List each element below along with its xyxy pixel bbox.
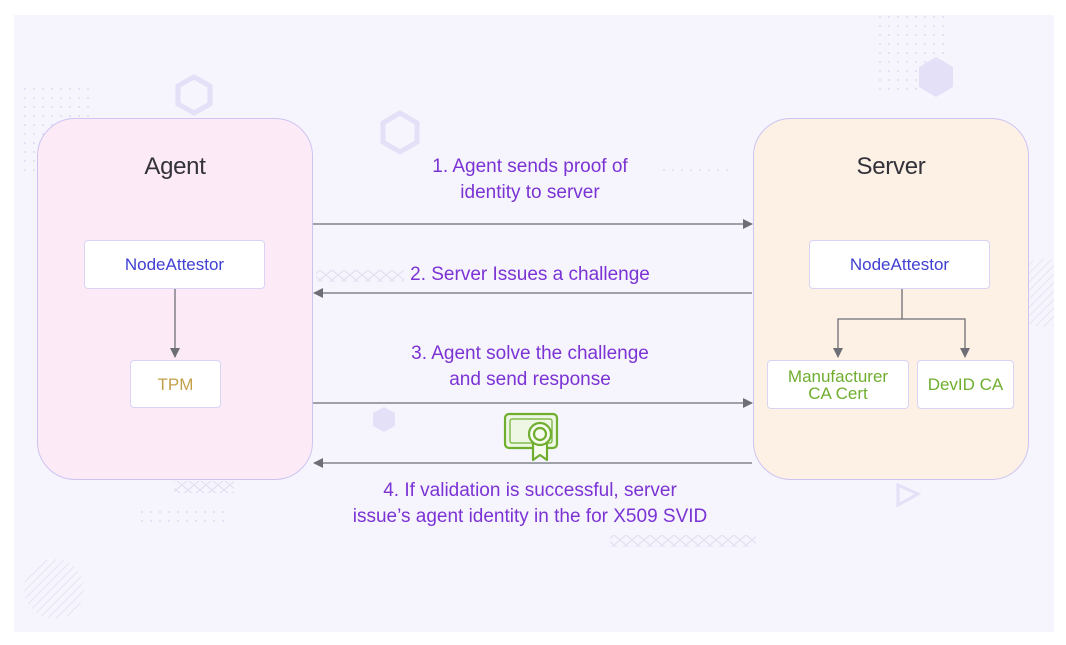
hexagon-decoration bbox=[373, 407, 395, 432]
server-panel: Server bbox=[753, 118, 1029, 480]
step-4-label: 4. If validation is successful, server i… bbox=[352, 480, 708, 527]
zigzag-decoration bbox=[174, 481, 234, 493]
server-internal-connector bbox=[833, 289, 903, 358]
zigzag-decoration bbox=[610, 535, 756, 547]
agent-title: Agent bbox=[144, 153, 206, 180]
striped-circle-decoration bbox=[24, 559, 84, 619]
dot-grid-decoration bbox=[659, 165, 729, 177]
agent-node-attestor-box: NodeAttestor bbox=[84, 240, 265, 289]
devid-ca-box: DevID CA bbox=[917, 360, 1014, 409]
manufacturer-ca-cert-box: Manufacturer CA Cert bbox=[767, 360, 909, 409]
hexagon-decoration bbox=[175, 74, 213, 116]
server-node-attestor-box: NodeAttestor bbox=[809, 240, 990, 289]
hexagon-decoration bbox=[380, 110, 420, 155]
step-1-label: 1. Agent sends proof of identity to serv… bbox=[432, 156, 628, 203]
zigzag-decoration bbox=[316, 270, 404, 282]
triangle-decoration bbox=[896, 482, 922, 508]
certificate-icon bbox=[503, 412, 559, 462]
agent-tpm-box: TPM bbox=[130, 360, 221, 408]
step-3-label: 3. Agent solve the challenge and send re… bbox=[411, 343, 649, 390]
dot-grid-decoration bbox=[134, 511, 224, 525]
server-title: Server bbox=[856, 153, 926, 180]
dot-grid-decoration bbox=[874, 15, 944, 90]
server-internal-connector bbox=[902, 318, 970, 358]
step-2-label: 2. Server Issues a challenge bbox=[410, 264, 650, 285]
